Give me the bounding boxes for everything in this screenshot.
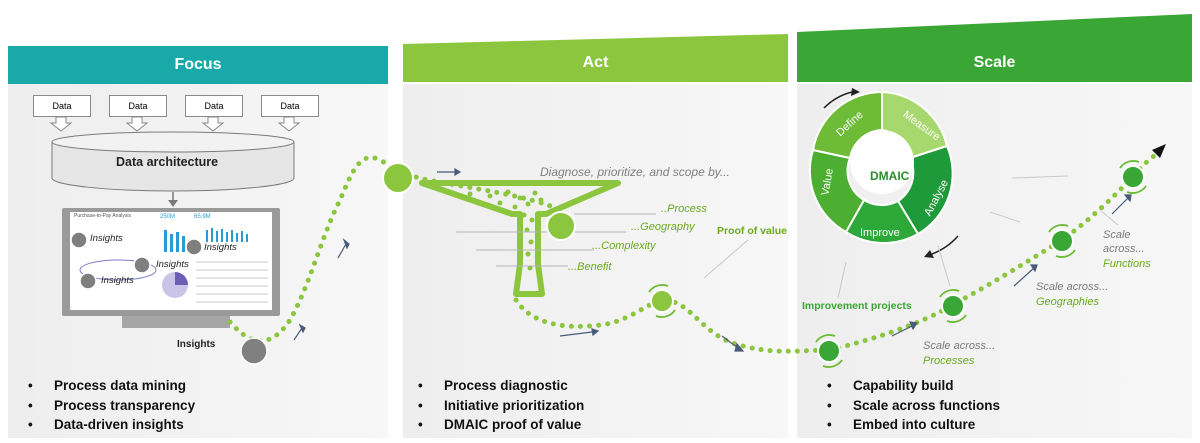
dmaic-segments: [808, 90, 954, 244]
bullet-item: Embed into culture: [827, 415, 1000, 435]
insights-node-label: Insights: [177, 339, 216, 350]
scale-step-prefix: Scale across...: [1036, 281, 1109, 293]
insight-label: Insights: [90, 233, 123, 244]
act-bullets: Process diagnostic Initiative prioritiza…: [418, 376, 584, 435]
act-header: Act: [403, 44, 788, 82]
bullet-item: Initiative prioritization: [418, 396, 584, 416]
scale-step-target: Geographies: [1036, 296, 1099, 308]
scale-header: Scale: [797, 44, 1192, 82]
bullet-item: Process data mining: [28, 376, 195, 396]
scale-bullets: Capability build Scale across functions …: [827, 376, 1000, 435]
dashboard-title: Purchase-to-Pay Analysis: [74, 213, 131, 219]
dmaic-improve-label: Improve: [860, 227, 900, 239]
scale-step-prefix: Scale across...: [923, 340, 996, 352]
bullet-item: Process diagnostic: [418, 376, 584, 396]
funnel-label-process: ..Process: [661, 203, 707, 215]
dashboard-kpi: 250M: [160, 214, 176, 220]
insight-label: Insights: [204, 242, 237, 253]
scale-step-target: Processes: [923, 355, 975, 367]
insight-label: Insights: [156, 259, 189, 270]
bullet-item: Process transparency: [28, 396, 195, 416]
architecture-label: Data architecture: [116, 155, 219, 169]
bullet-item: DMAIC proof of value: [418, 415, 584, 435]
improvement-projects-label: Improvement projects: [802, 300, 912, 312]
bullet-item: Data-driven insights: [28, 415, 195, 435]
bullet-item: Scale across functions: [827, 396, 1000, 416]
insight-label: Insights: [101, 275, 134, 286]
funnel-label-benefit: ...Benefit: [568, 261, 612, 273]
diagnose-text: Diagnose, prioritize, and scope by...: [540, 165, 730, 179]
funnel-label-complexity: ...Complexity: [592, 240, 656, 252]
focus-header: Focus: [8, 46, 388, 84]
focus-bullets: Process data mining Process transparency…: [28, 376, 195, 435]
proof-of-value-label: Proof of value: [717, 225, 788, 237]
funnel-label-geography: ...Geography: [631, 221, 695, 233]
bullet-item: Capability build: [827, 376, 1000, 396]
scale-step-target: Functions: [1103, 258, 1151, 270]
dashboard-kpi: 65.9M: [194, 214, 211, 220]
dmaic-center-label: DMAIC: [870, 169, 910, 183]
